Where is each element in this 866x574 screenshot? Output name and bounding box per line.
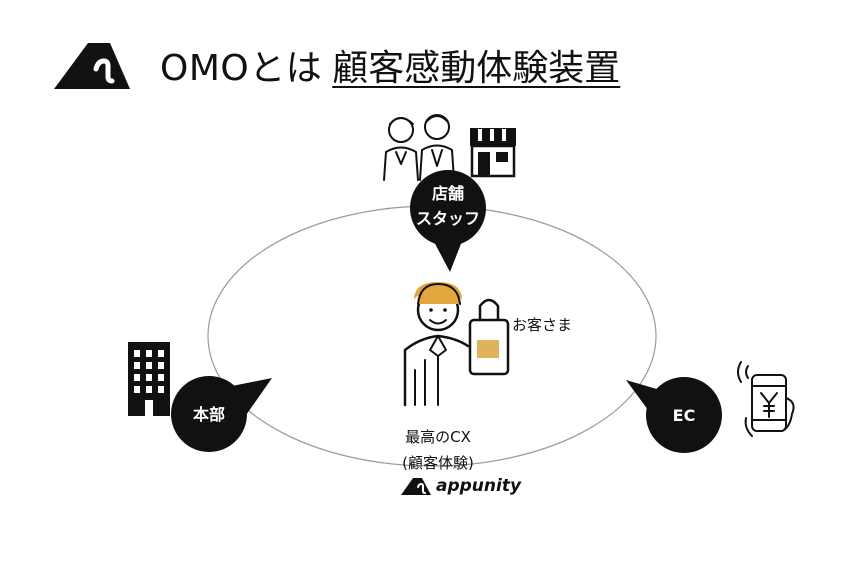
store-staff-label-line2: スタッフ [415, 208, 480, 228]
appunity-logo-icon [54, 43, 130, 89]
smartphone-payment-icon [737, 361, 795, 437]
appunity-mark-icon [401, 478, 431, 495]
customer-with-bag-icon [403, 282, 510, 407]
ec-bubble [626, 377, 722, 453]
center-label-line2: (顧客体験) [402, 454, 474, 472]
center-label-line1: 最高のCX [405, 428, 471, 446]
page-header: OMOとは 顧客感動体験装置 [52, 30, 620, 100]
page-title-emphasis: 顧客感動体験装置 [332, 48, 621, 89]
building-icon [128, 342, 170, 416]
hq-bubble [171, 376, 272, 452]
brand-name: appunity [436, 476, 522, 496]
store-staff-label: 店舗 スタッフ [410, 182, 486, 232]
page-title-prefix: OMOとは [160, 48, 323, 89]
customer-label: お客さま [512, 316, 573, 334]
staff-people-icon [383, 114, 455, 181]
store-staff-label-line1: 店舗 [431, 184, 464, 203]
hq-label: 本部 [192, 405, 225, 424]
store-icon [470, 128, 516, 178]
store-staff-bubble [410, 170, 486, 272]
ec-label: EC [672, 406, 696, 425]
appunity-brand: appunity [400, 476, 521, 496]
